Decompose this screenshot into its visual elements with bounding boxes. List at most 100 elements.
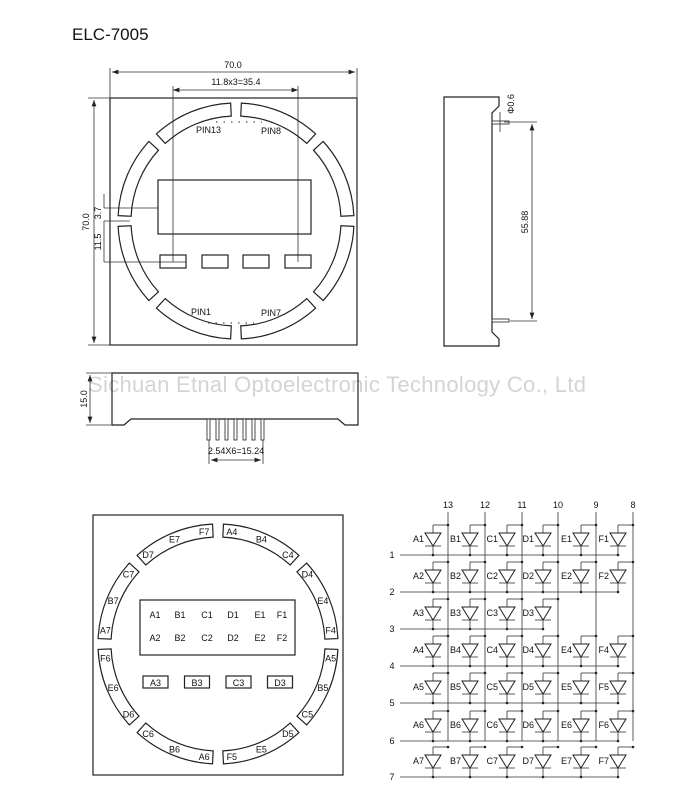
pin (224, 418, 229, 441)
side-view: 55.88 Φ0.6 (443, 94, 537, 347)
junction-dot (431, 553, 435, 557)
junction-dot (520, 523, 524, 527)
junction-dot (446, 523, 450, 527)
diode-icon (609, 532, 627, 547)
diode-label: E6 (561, 720, 572, 730)
junction-dot (616, 553, 620, 557)
diode-icon (534, 718, 552, 733)
junction-dot (483, 709, 487, 713)
small-window (142, 675, 169, 689)
pin (260, 418, 265, 441)
diode-icon (534, 680, 552, 695)
junction-dot (520, 634, 524, 638)
junction-dot (520, 745, 524, 749)
junction-dot (594, 671, 598, 675)
junction-dot (446, 745, 450, 749)
diode-icon (534, 569, 552, 584)
junction-dot (520, 709, 524, 713)
diode-label: A6 (413, 720, 424, 730)
body-outline (111, 372, 359, 426)
diode-icon (534, 754, 552, 769)
segment-label: B6 (169, 744, 180, 754)
ring-segment (155, 297, 232, 340)
junction-dot (594, 523, 598, 527)
row-pin-label: 2 (389, 587, 394, 597)
segment-label: C2 (201, 633, 213, 643)
small-window (225, 675, 252, 689)
diode-icon (498, 532, 516, 547)
pin-span-dimension: 55.88 (520, 211, 530, 234)
small-window (201, 254, 229, 269)
segment-label: B4 (256, 535, 267, 545)
diode-label: D1 (522, 534, 534, 544)
diode-label: C1 (486, 534, 498, 544)
column-pin-label: 10 (553, 500, 563, 510)
segment-label: D7 (142, 550, 154, 560)
junction-dot (541, 627, 545, 631)
diode-icon (572, 643, 590, 658)
junction-dot (520, 671, 524, 675)
diode-icon (424, 606, 442, 621)
segment-label: A1 (149, 610, 160, 620)
ring-segment (312, 225, 355, 302)
diode-label: B2 (450, 571, 461, 581)
junction-dot (631, 709, 635, 713)
diode-icon (572, 532, 590, 547)
segment-label: E6 (108, 683, 119, 693)
pin (242, 418, 247, 441)
diode-label: A4 (413, 645, 424, 655)
diode-icon (534, 606, 552, 621)
front-ring-segments (117, 102, 355, 340)
segment-label: A3 (150, 678, 161, 688)
diode-label: D3 (522, 608, 534, 618)
diode-icon (461, 754, 479, 769)
column-pin-label: 12 (480, 500, 490, 510)
ring-segment (296, 562, 339, 640)
junction-dot (505, 701, 509, 705)
segment-label: E4 (317, 596, 328, 606)
diode-label: A1 (413, 534, 424, 544)
junction-dot (431, 775, 435, 779)
junction-dot (556, 709, 560, 713)
junction-dot (541, 775, 545, 779)
diode-label: E2 (561, 571, 572, 581)
thickness-dimension: 15.0 (79, 390, 89, 408)
segment-label: B5 (317, 683, 328, 693)
diode-icon (461, 569, 479, 584)
segment-label: B3 (191, 678, 202, 688)
junction-dot (468, 553, 472, 557)
ring-segment (97, 648, 140, 726)
junction-dot (579, 664, 583, 668)
junction-dot (631, 523, 635, 527)
junction-dot (505, 627, 509, 631)
diode-icon (498, 754, 516, 769)
small-window (159, 254, 187, 269)
segment-label: C6 (142, 729, 154, 739)
diode-icon (572, 718, 590, 733)
junction-dot (631, 671, 635, 675)
junction-dot (541, 701, 545, 705)
diode-icon (498, 643, 516, 658)
diode-icon (424, 569, 442, 584)
diode-icon (424, 718, 442, 733)
width-dimension: 70.0 (224, 60, 242, 70)
junction-dot (520, 597, 524, 601)
junction-dot (616, 590, 620, 594)
row-pin-label: 5 (389, 698, 394, 708)
diode-icon (609, 643, 627, 658)
segment-map-view: A4B4C4D4E4F4A5B5C5D5E5F5A6B6C6D6E6F6A7B7… (92, 514, 344, 776)
pin8-label: PIN8 (261, 126, 281, 136)
main-display-window (157, 179, 312, 235)
diode-label: C2 (486, 571, 498, 581)
segment-label: C3 (233, 678, 245, 688)
diode-label: F2 (598, 571, 609, 581)
segment-label: F5 (227, 752, 238, 762)
diode-icon (424, 754, 442, 769)
pin13-label: PIN13 (196, 125, 221, 135)
diode-icon (572, 754, 590, 769)
junction-dot (579, 739, 583, 743)
junction-dot (631, 745, 635, 749)
segment-label: A7 (100, 626, 111, 636)
diode-label: C6 (486, 720, 498, 730)
